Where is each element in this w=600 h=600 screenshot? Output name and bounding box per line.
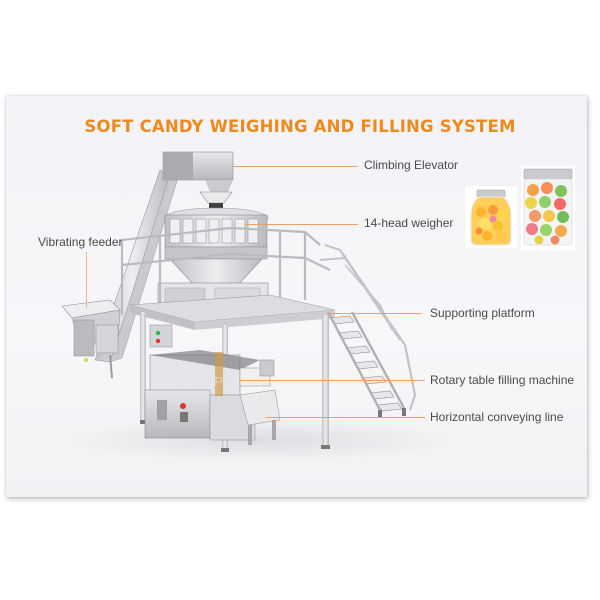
control-panel bbox=[149, 324, 173, 348]
small-candy-jar-image bbox=[465, 186, 517, 248]
leader-line-weigher bbox=[245, 224, 358, 225]
label-horizontal-conveying: Horizontal conveying line bbox=[430, 410, 564, 424]
supporting-platform bbox=[129, 294, 336, 452]
staircase bbox=[319, 243, 417, 418]
vibrating-feeder bbox=[61, 299, 121, 379]
rotary-filling-machine bbox=[144, 350, 275, 441]
leader-line-horizontal-conveying bbox=[265, 417, 425, 418]
label-supporting-platform: Supporting platform bbox=[430, 306, 535, 320]
large-candy-jar-image bbox=[521, 166, 575, 250]
label-weigher: 14-head weigher bbox=[364, 216, 454, 230]
diagram-title: SOFT CANDY WEIGHING AND FILLING SYSTEM bbox=[84, 117, 516, 136]
watermark-text: TOUPA bbox=[178, 374, 237, 389]
platform-railing bbox=[120, 226, 331, 315]
label-rotary-filling: Rotary table filling machine bbox=[430, 373, 575, 387]
leader-line-rotary-filling bbox=[240, 380, 425, 381]
label-climbing-elevator: Climbing Elevator bbox=[364, 158, 459, 172]
multihead-weigher bbox=[157, 191, 269, 308]
leader-line-supporting-platform bbox=[330, 313, 422, 314]
horizontal-conveying-line bbox=[239, 389, 281, 445]
label-vibrating-feeder: Vibrating feeder bbox=[38, 235, 123, 249]
leader-line-climbing-elevator bbox=[232, 166, 358, 167]
floor-shadow bbox=[60, 418, 460, 462]
leader-line-vibrating-feeder bbox=[86, 252, 87, 308]
